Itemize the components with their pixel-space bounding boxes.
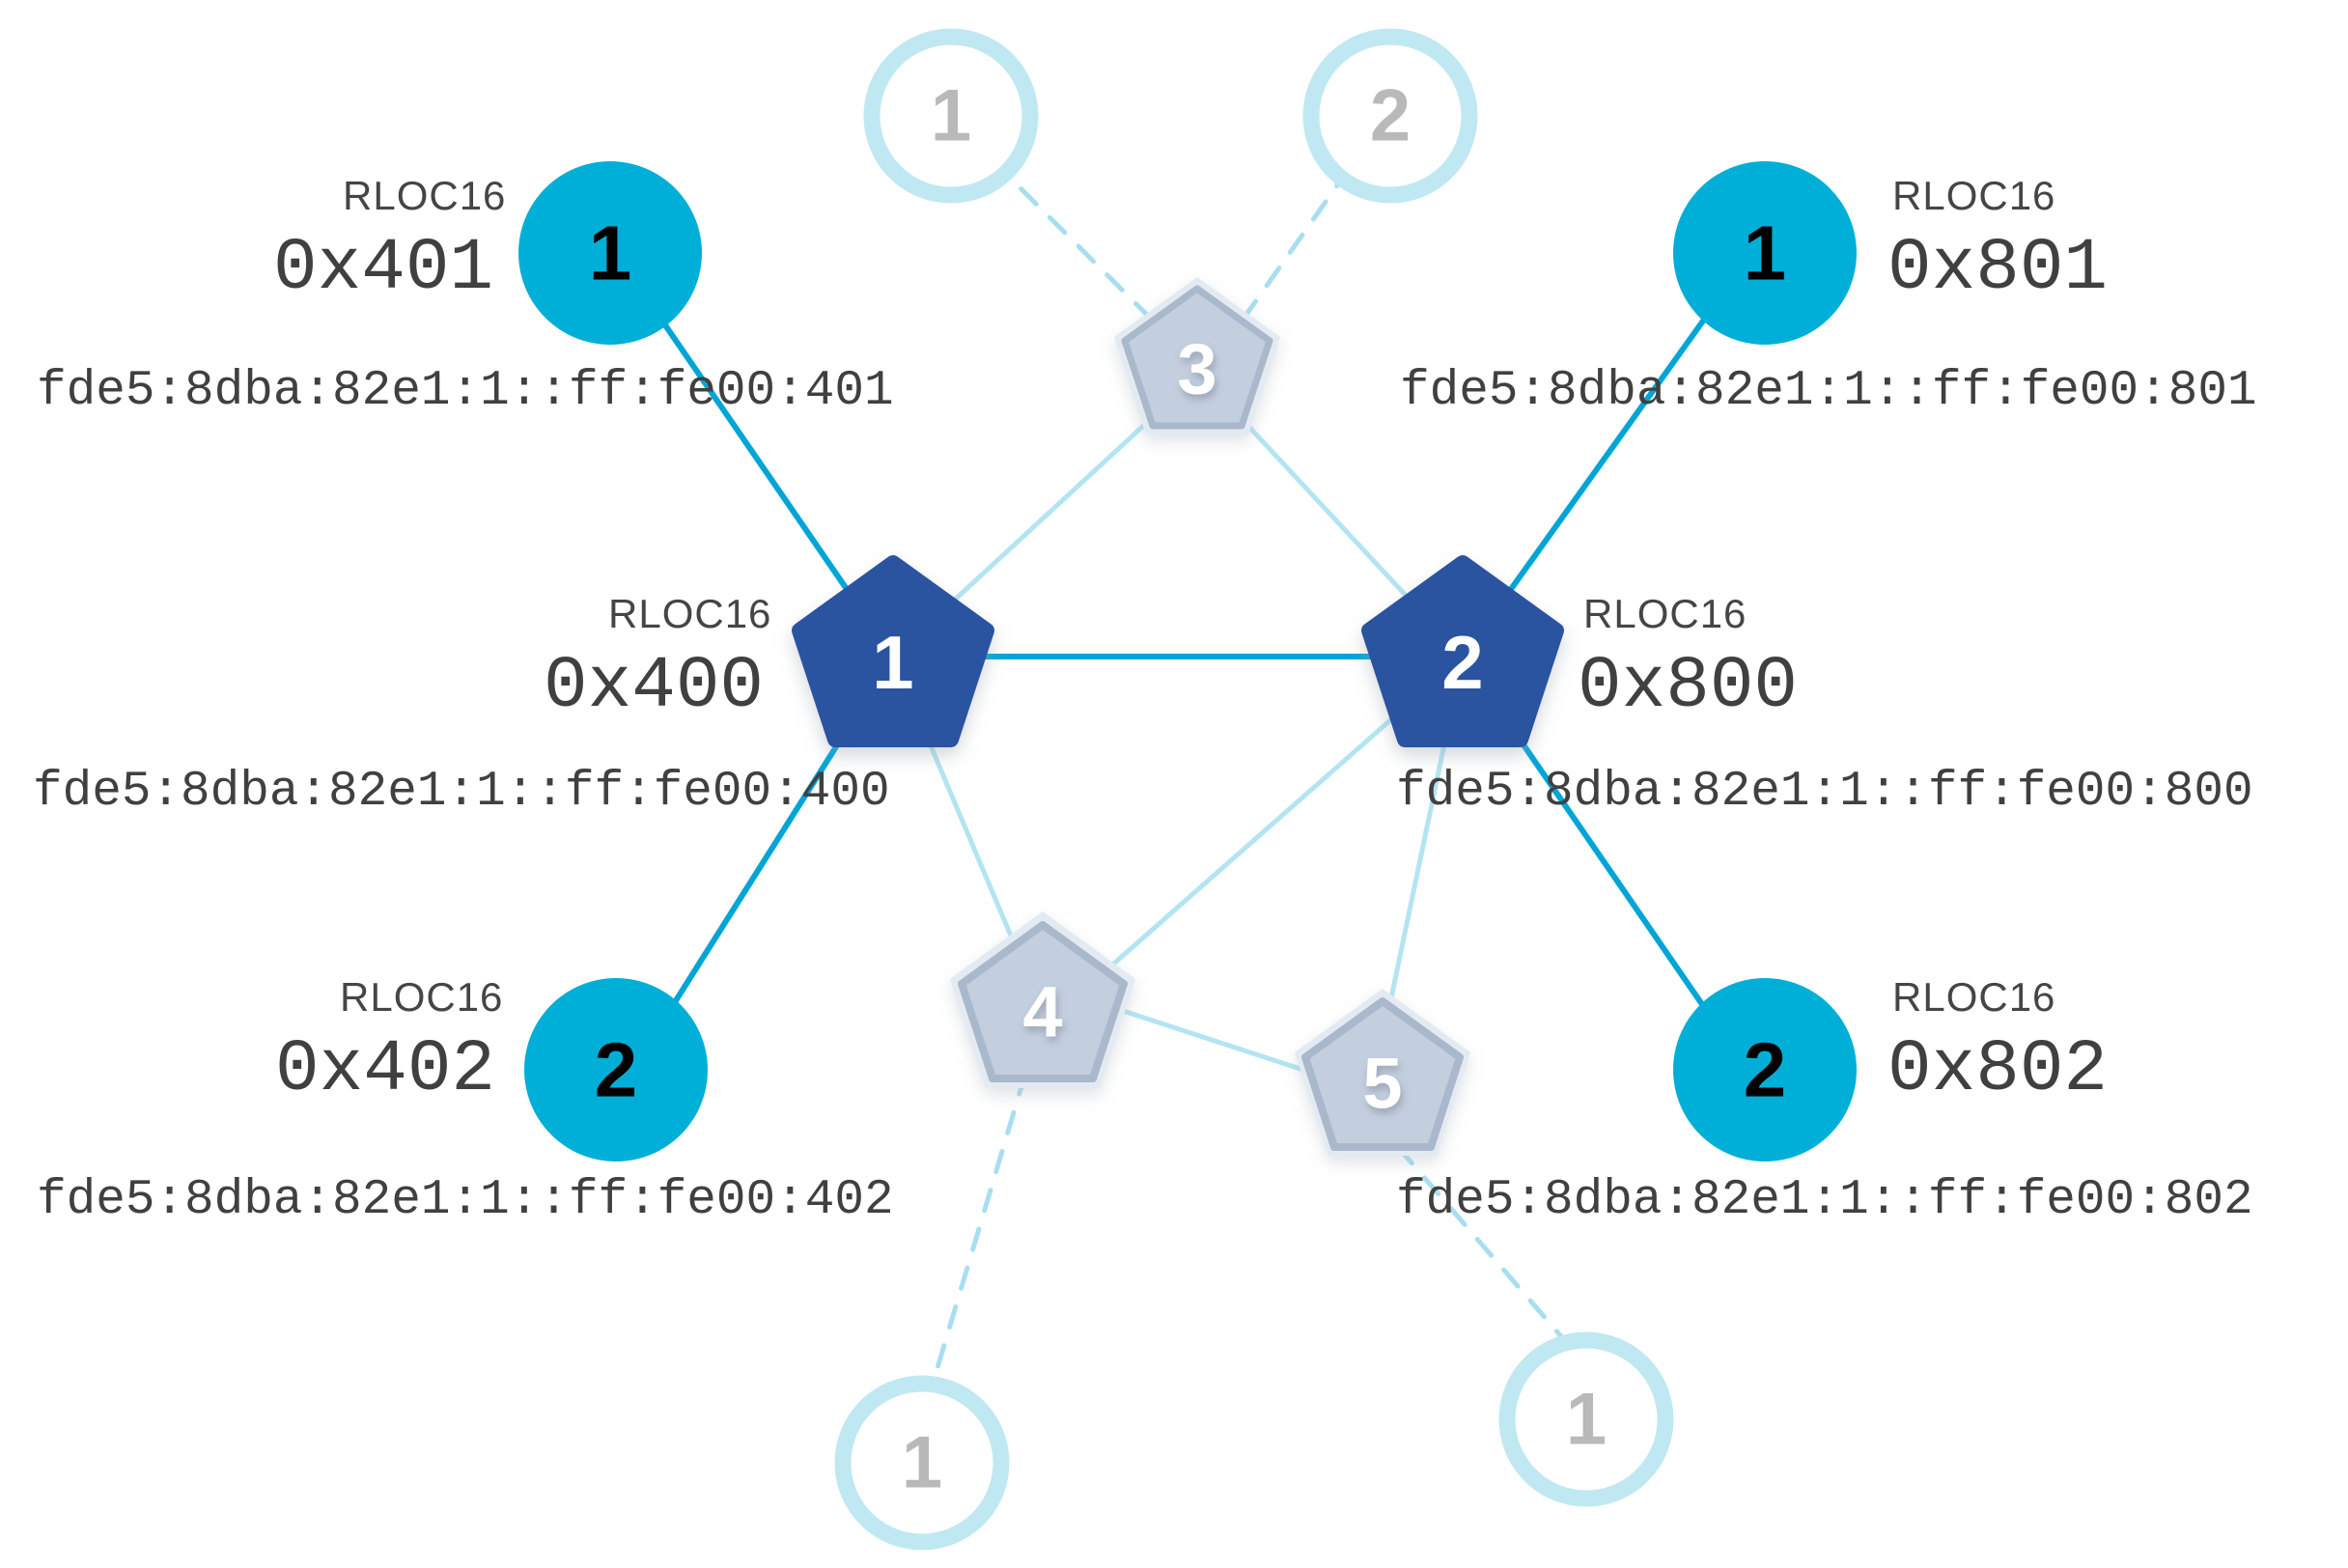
neighbor-child-bottom-left-number: 1 — [902, 1422, 942, 1504]
child-0x402-ipv6: fde5:8dba:82e1:1::ff:fe00:402 — [37, 1173, 894, 1228]
child-0x402-rloc-tag: RLOC16 — [340, 974, 504, 1020]
child-0x802-ipv6: fde5:8dba:82e1:1::ff:fe00:802 — [1396, 1173, 2253, 1228]
child-0x802-number: 2 — [1744, 1027, 1787, 1113]
child-0x801-rloc-tag: RLOC16 — [1892, 173, 2056, 218]
neighbor-child-top-right[interactable]: 2 — [1302, 28, 1478, 204]
child-0x402[interactable]: 2 — [524, 978, 708, 1162]
link-n4-child-bl — [934, 1071, 1028, 1374]
child-0x402-rloc-value: 0x402 — [275, 1028, 496, 1111]
router-0x800-number: 2 — [1441, 620, 1483, 705]
child-0x802-rloc-tag: RLOC16 — [1892, 974, 2056, 1020]
child-0x802[interactable]: 2 — [1673, 978, 1857, 1162]
child-0x802-rloc-value: 0x802 — [1887, 1028, 2109, 1111]
router-0x400-ipv6: fde5:8dba:82e1:1::ff:fe00:400 — [33, 765, 890, 820]
dashed-link-group — [934, 169, 1569, 1374]
child-0x402-number: 2 — [595, 1027, 638, 1113]
neighbor-children-group: 1 2 1 1 — [834, 28, 1674, 1551]
children-group: 1 1 2 2 — [518, 161, 1857, 1162]
neighbor-router-5-number: 5 — [1362, 1044, 1402, 1124]
router-0x400[interactable]: 1 — [792, 555, 994, 747]
neighbor-router-4-number: 4 — [1022, 972, 1062, 1052]
link-n3-child-tl — [1001, 169, 1154, 322]
neighbor-router-3-number: 3 — [1177, 329, 1216, 409]
router-0x800-ipv6: fde5:8dba:82e1:1::ff:fe00:800 — [1396, 765, 2253, 820]
child-0x401-number: 1 — [589, 210, 632, 296]
neighbor-router-3[interactable]: 3 — [1114, 277, 1280, 434]
neighbor-child-top-left-number: 1 — [931, 75, 971, 157]
router-0x800[interactable]: 2 — [1361, 555, 1564, 747]
router-0x400-number: 1 — [872, 620, 913, 705]
child-0x801-number: 1 — [1744, 210, 1787, 296]
child-0x401-rloc-value: 0x401 — [273, 227, 494, 310]
router-0x400-rloc-value: 0x400 — [544, 645, 765, 728]
neighbor-child-top-left[interactable]: 1 — [863, 28, 1039, 204]
child-0x401[interactable]: 1 — [518, 161, 702, 345]
link-n4-n5 — [1105, 1003, 1318, 1077]
child-0x801-rloc-value: 0x801 — [1887, 227, 2109, 310]
neighbor-routers-group: 3 4 5 — [950, 277, 1470, 1156]
neighbor-child-bottom-left[interactable]: 1 — [834, 1375, 1010, 1551]
router-0x400-rloc-tag: RLOC16 — [608, 591, 772, 636]
router-0x800-rloc-value: 0x800 — [1578, 645, 1799, 728]
child-0x401-ipv6: fde5:8dba:82e1:1::ff:fe00:401 — [37, 364, 894, 419]
neighbor-router-5[interactable]: 5 — [1295, 989, 1470, 1156]
router-0x800-rloc-tag: RLOC16 — [1583, 591, 1747, 636]
child-0x401-rloc-tag: RLOC16 — [343, 173, 507, 218]
neighbor-child-bottom-right-number: 1 — [1566, 1379, 1607, 1461]
child-0x801[interactable]: 1 — [1673, 161, 1857, 345]
link-n5-child-br — [1395, 1144, 1569, 1345]
neighbor-child-top-right-number: 2 — [1370, 75, 1411, 157]
neighbor-child-bottom-right[interactable]: 1 — [1498, 1331, 1674, 1507]
child-0x801-ipv6: fde5:8dba:82e1:1::ff:fe00:801 — [1400, 364, 2257, 419]
neighbor-router-4[interactable]: 4 — [950, 911, 1135, 1088]
link-n3-child-tr — [1241, 173, 1347, 322]
routers-group: 1 2 — [792, 555, 1564, 747]
